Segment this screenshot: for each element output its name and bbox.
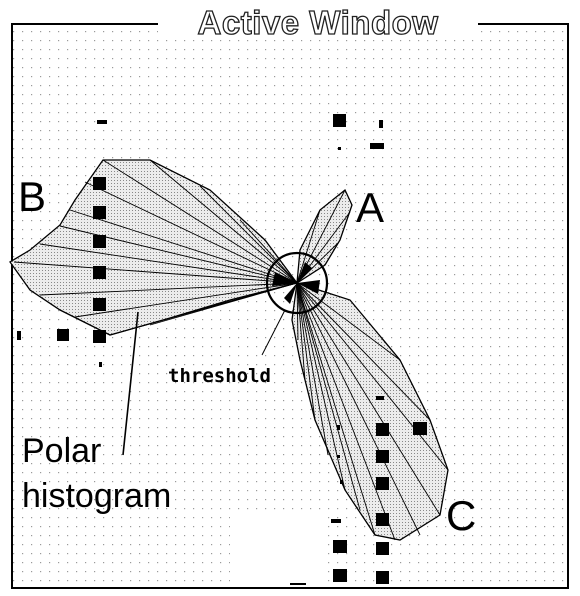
obstacle-cell: [93, 330, 106, 343]
obstacle-cell: [379, 120, 383, 128]
threshold-circle: [265, 251, 329, 315]
obstacle-cell: [340, 480, 343, 484]
label-a: A: [356, 184, 384, 231]
threshold-pointer: [261, 309, 286, 356]
obstacle-cell: [290, 583, 306, 585]
obstacle-cell: [333, 540, 347, 553]
obstacle-cell: [99, 362, 102, 367]
obstacle-cell: [337, 425, 340, 430]
obstacle-cell: [376, 396, 384, 400]
polar-histogram-label-line1: Polar: [22, 432, 101, 470]
obstacle-cell: [376, 423, 389, 436]
window-title: Active Window: [198, 4, 439, 41]
threshold-label: threshold: [168, 365, 271, 387]
obstacle-cell: [376, 450, 389, 463]
title-gap: [158, 6, 478, 36]
obstacle-cell: [97, 120, 107, 124]
obstacle-cell: [333, 569, 347, 582]
label-c: C: [446, 492, 476, 539]
obstacle-cell: [57, 329, 69, 341]
obstacle-cell: [93, 235, 106, 248]
obstacle-cell: [376, 513, 389, 526]
obstacle-cell: [331, 519, 341, 523]
obstacle-cell: [93, 206, 106, 219]
obstacle-cell: [376, 542, 389, 555]
obstacle-cells: [17, 114, 427, 585]
obstacle-cell: [338, 147, 341, 150]
polar-histogram-label-line2: histogram: [22, 477, 171, 515]
obstacle-cell: [333, 114, 346, 127]
label-b: B: [18, 173, 46, 220]
obstacle-cell: [376, 571, 389, 584]
obstacle-cell: [93, 177, 106, 190]
polar-histogram-pointer: [122, 311, 139, 456]
obstacle-cell: [337, 455, 340, 458]
lobe-a: [296, 188, 353, 285]
obstacle-cell: [413, 422, 427, 435]
obstacle-cell: [376, 477, 389, 490]
blank-patch: [230, 515, 325, 585]
obstacle-cell: [370, 143, 384, 149]
obstacle-cell: [17, 331, 21, 340]
obstacle-cell: [93, 298, 106, 311]
robot-center-icon: [272, 262, 320, 304]
obstacle-cell: [93, 266, 106, 279]
polar-histogram: [9, 159, 449, 541]
